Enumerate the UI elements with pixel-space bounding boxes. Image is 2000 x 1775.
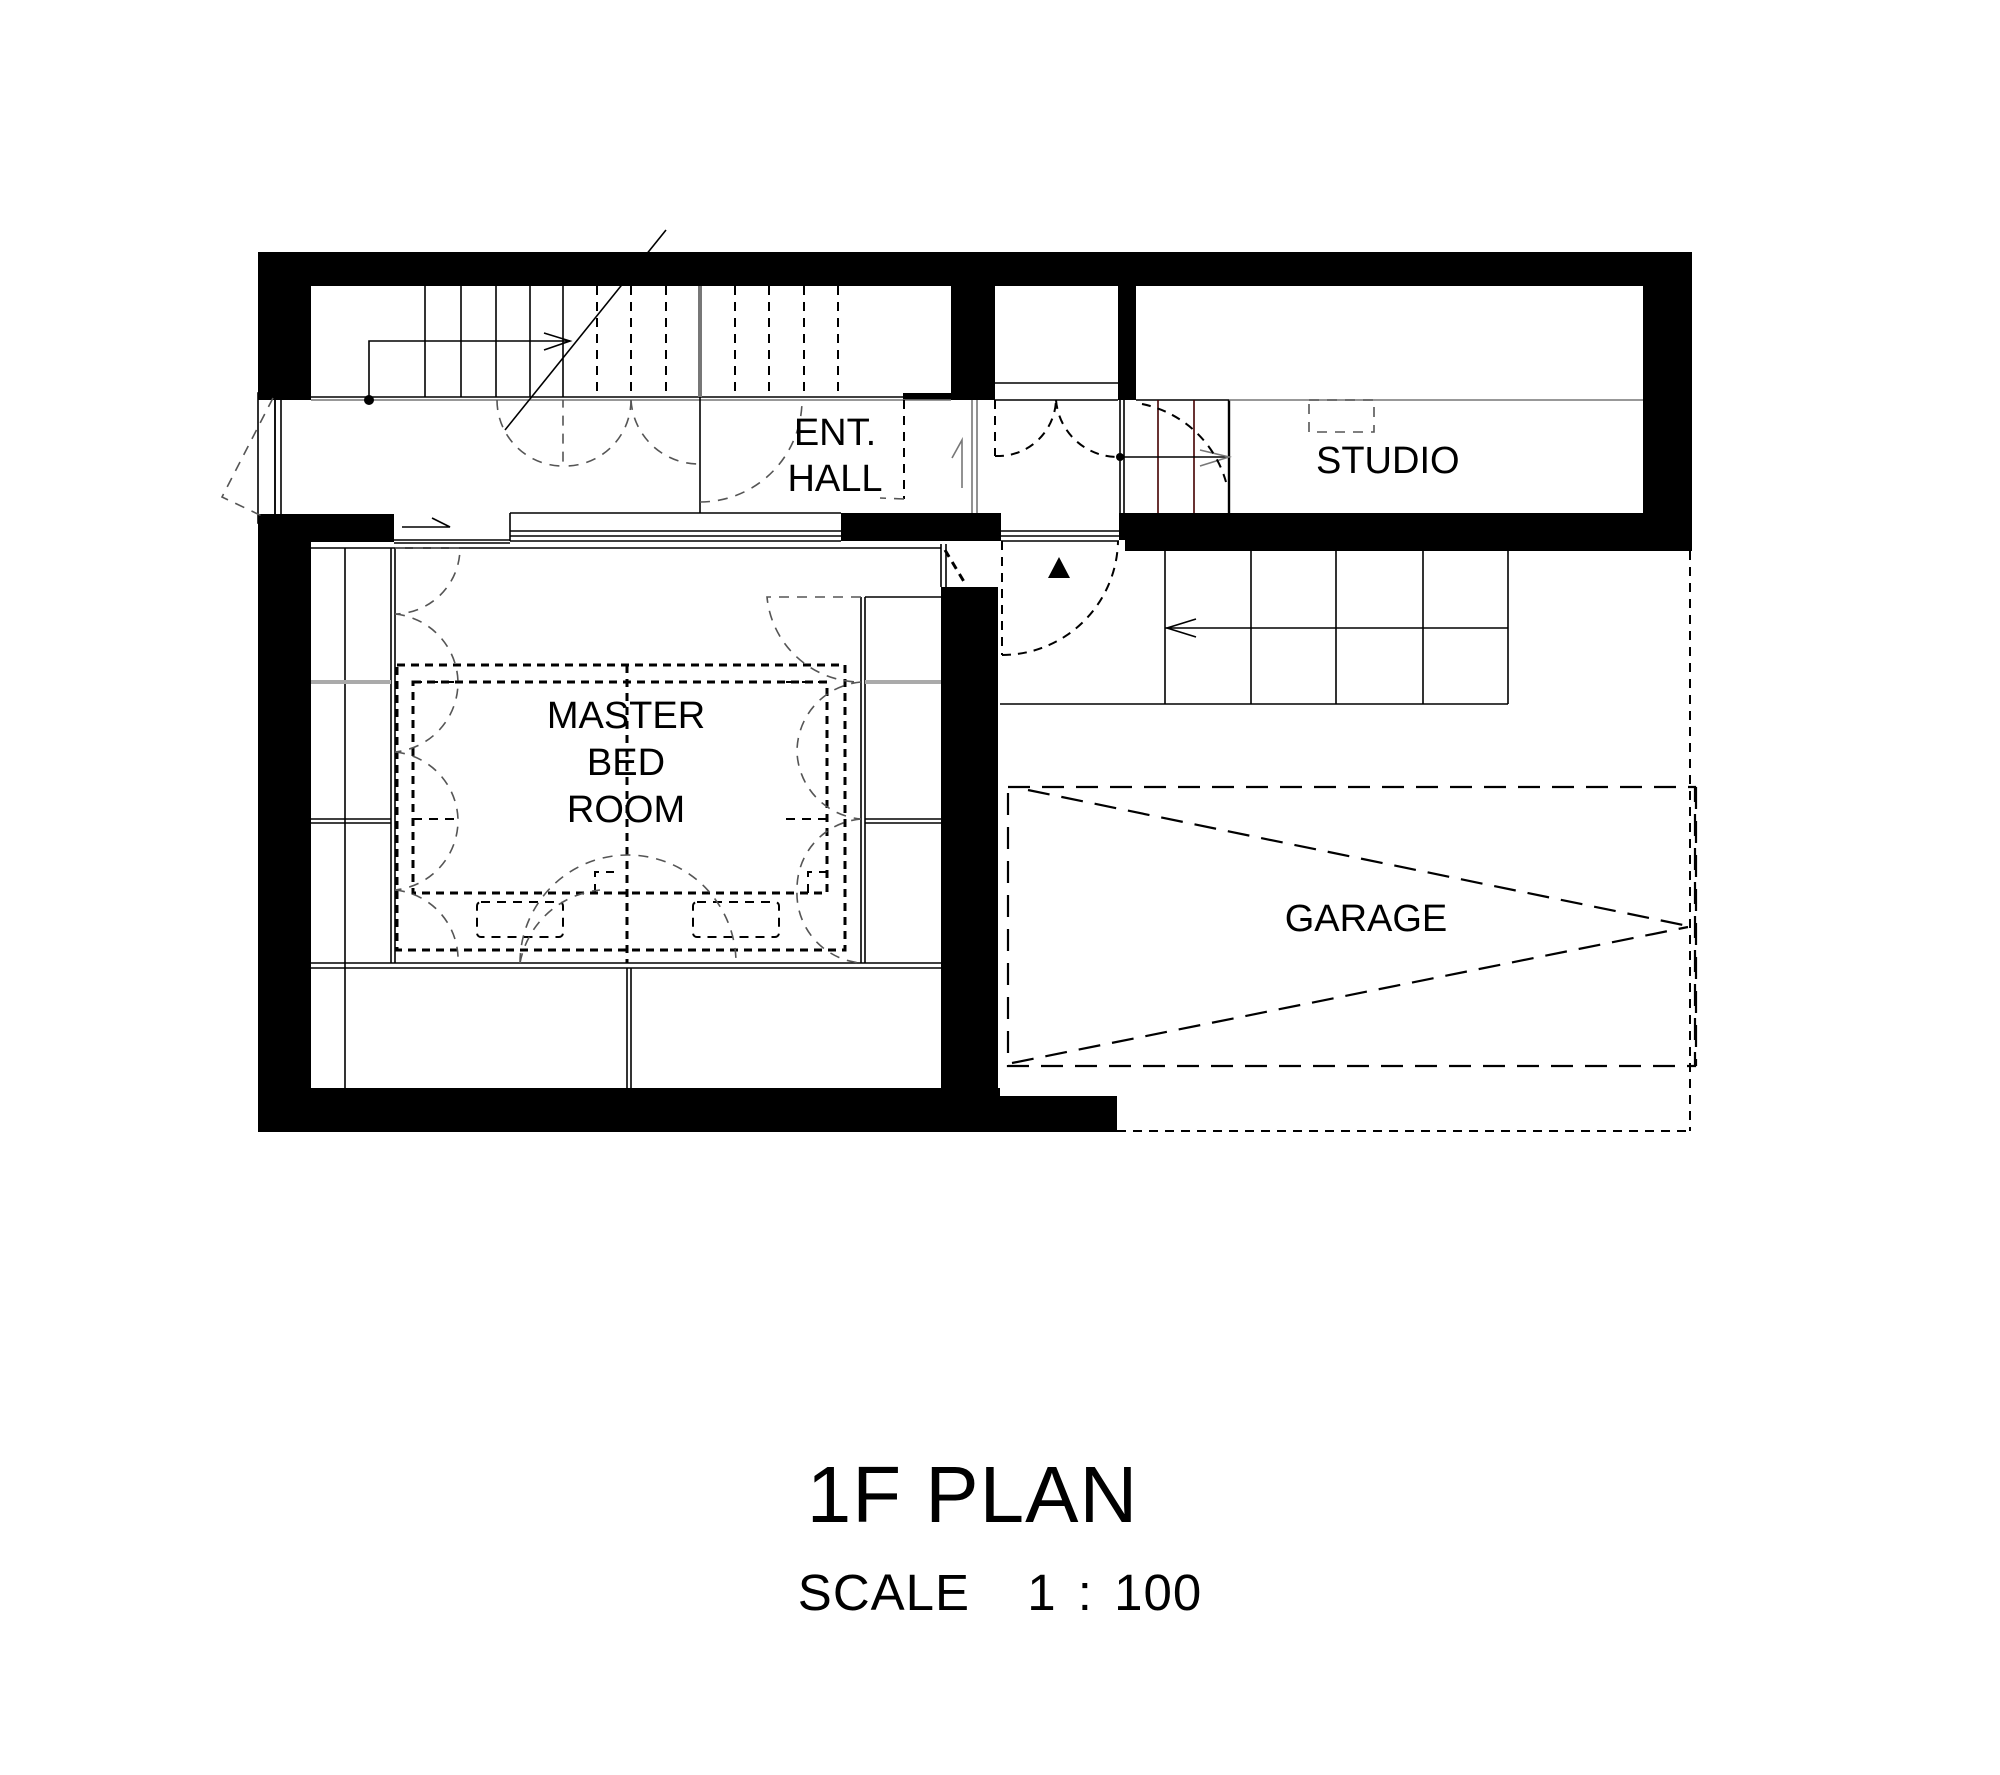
stair-start-dot-icon <box>364 395 374 405</box>
master-bedroom-label-line2: BED <box>586 742 666 784</box>
plan-title: 1F PLAN <box>806 1450 1139 1539</box>
ent-hall-label-line1: ENT. <box>793 412 877 454</box>
master-bedroom-label-line1: MASTER <box>546 695 706 737</box>
walls <box>258 252 1692 1132</box>
bedroom-sliding-door <box>394 512 841 544</box>
scale-note: SCALE 1 : 100 <box>790 1567 1210 1618</box>
studio-room <box>1229 399 1643 433</box>
master-bedroom-label-line3: ROOM <box>566 789 686 831</box>
scale-label: SCALE <box>797 1564 971 1621</box>
exterior-stair <box>1000 551 1509 705</box>
garage-label: GARAGE <box>1284 898 1448 940</box>
middle-room <box>994 382 1125 513</box>
studio-label: STUDIO <box>1316 440 1460 482</box>
main-stair <box>311 229 978 513</box>
entrance-porch <box>940 530 1119 656</box>
master-bedroom-label: MASTER BED ROOM <box>540 697 712 829</box>
ent-hall-label-line2: HALL <box>787 458 883 500</box>
west-entry-door <box>220 392 282 524</box>
entrance-triangle-icon <box>1048 557 1070 578</box>
garage-area <box>1006 551 1698 1132</box>
master-bedroom-floor <box>311 547 941 1088</box>
scale-value: 1 : 100 <box>1027 1564 1203 1621</box>
studio-stair <box>1120 399 1233 513</box>
ent-hall-label: ENT. HALL <box>780 414 890 498</box>
